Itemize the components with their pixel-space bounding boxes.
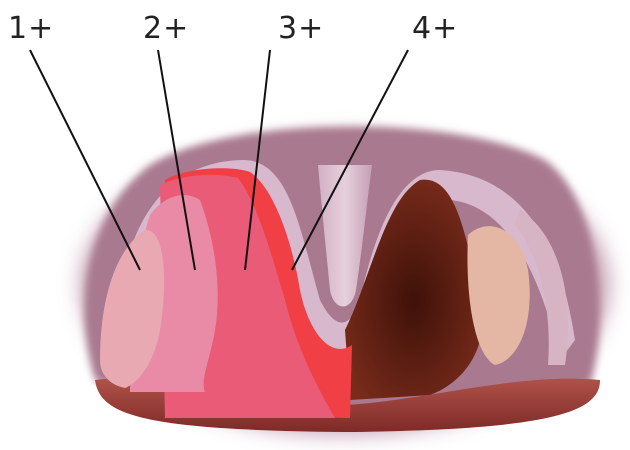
grade-2-label: 2+ xyxy=(143,11,189,46)
grade-3-label: 3+ xyxy=(278,11,324,46)
grade-labels: 1+ 2+ 3+ 4+ xyxy=(8,11,458,46)
grade-1-label: 1+ xyxy=(8,11,54,46)
grade-4-label: 4+ xyxy=(412,11,458,46)
leader-line-1 xyxy=(30,50,140,270)
